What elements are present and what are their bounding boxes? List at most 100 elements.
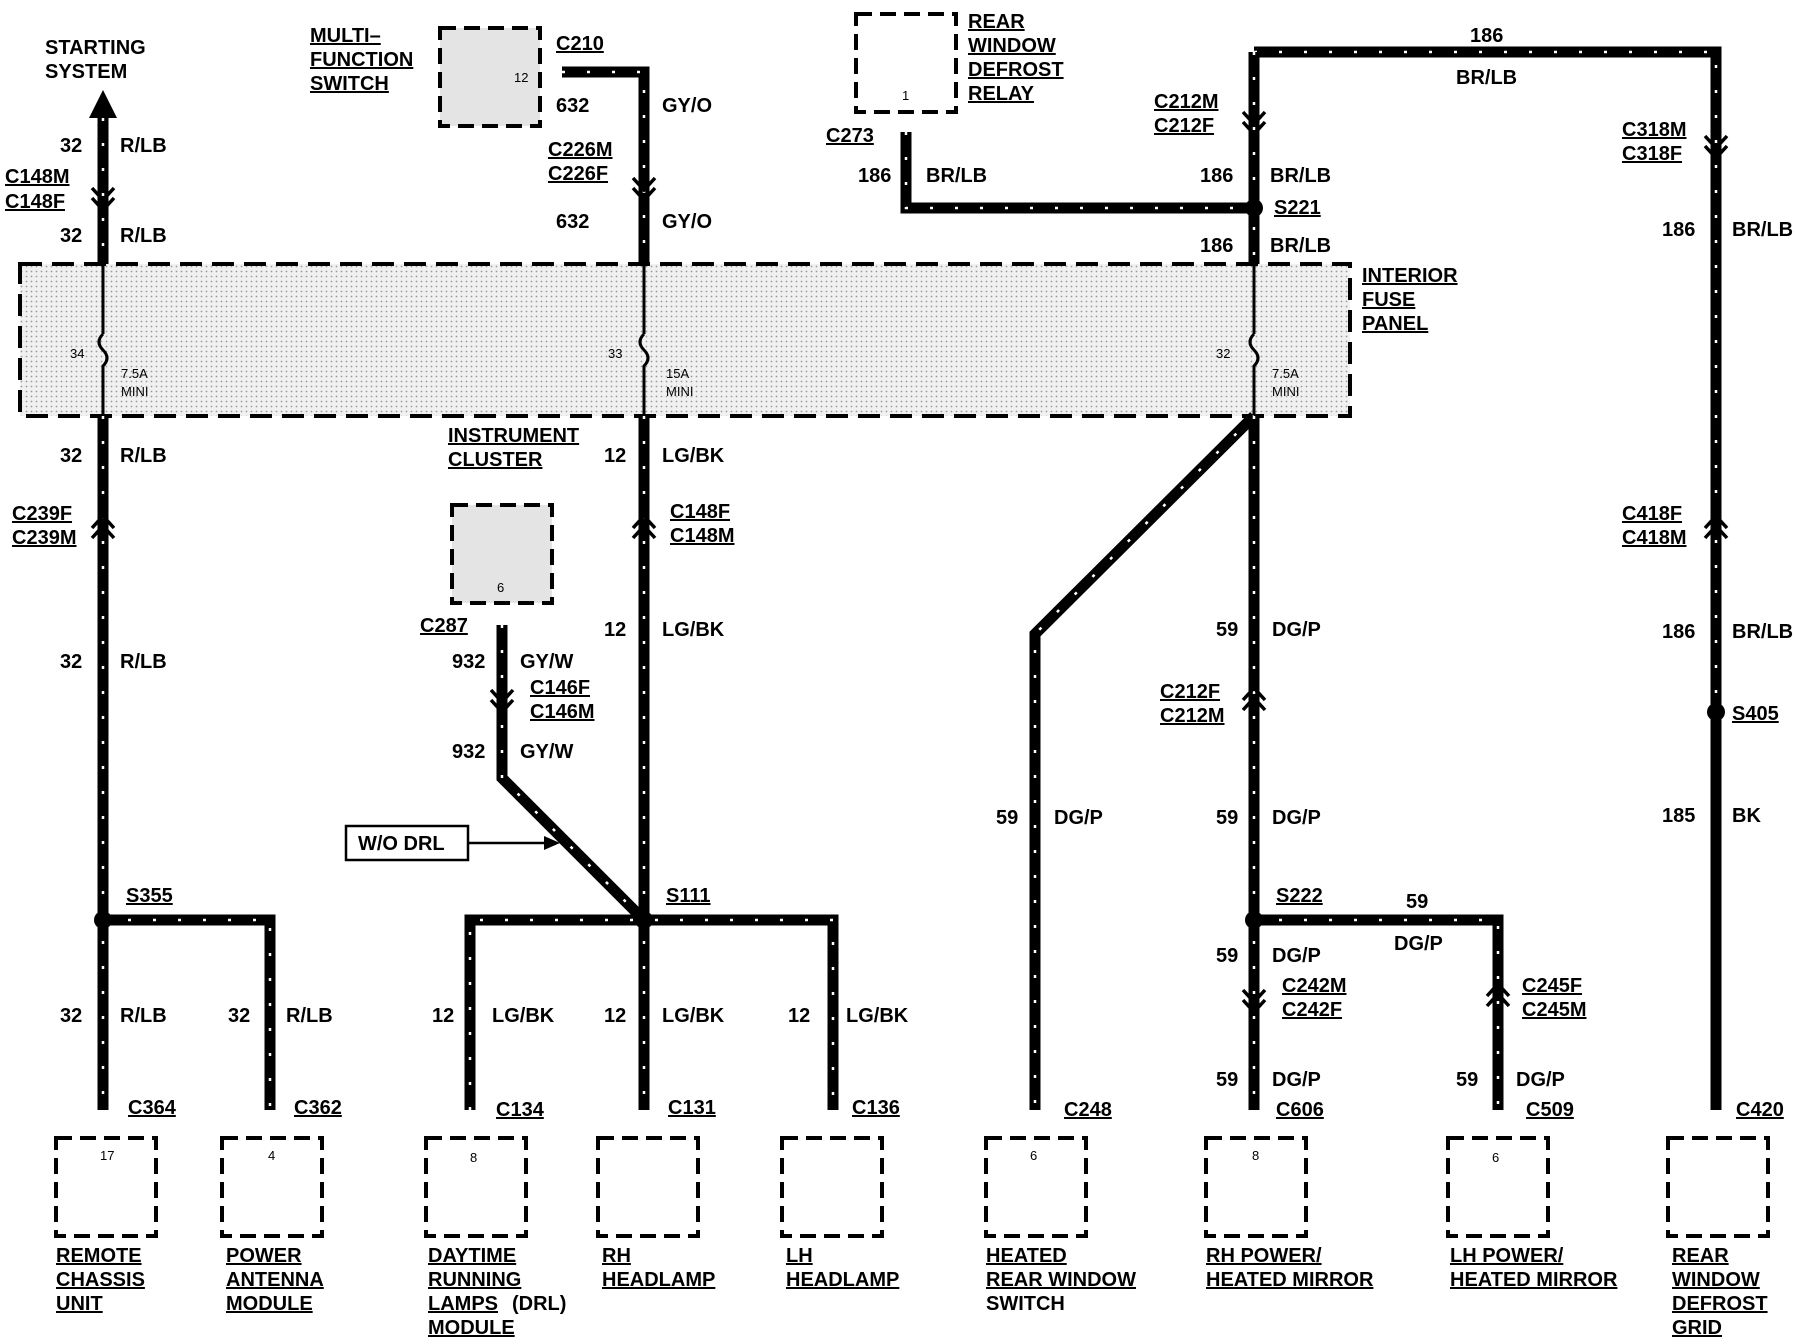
svg-text:632: 632 xyxy=(556,211,589,233)
svg-text:32: 32 xyxy=(60,135,82,157)
svg-text:LG/BK: LG/BK xyxy=(492,1005,555,1027)
svg-text:C136: C136 xyxy=(852,1097,900,1119)
svg-text:632: 632 xyxy=(556,95,589,117)
svg-text:GY/O: GY/O xyxy=(662,211,712,233)
svg-text:GY/W: GY/W xyxy=(520,741,573,763)
svg-text:FUNCTION: FUNCTION xyxy=(310,49,413,71)
source-starting-system: STARTING SYSTEM xyxy=(45,37,146,83)
svg-text:R/LB: R/LB xyxy=(286,1005,333,1027)
svg-text:C239F: C239F xyxy=(12,503,72,525)
svg-text:1: 1 xyxy=(902,88,909,103)
svg-text:12: 12 xyxy=(788,1005,810,1027)
splice-s221 xyxy=(1245,199,1263,217)
svg-text:C212M: C212M xyxy=(1154,91,1218,113)
svg-text:7.5A: 7.5A xyxy=(121,366,148,381)
splice-s222 xyxy=(1245,911,1263,929)
svg-text:LG/BK: LG/BK xyxy=(846,1005,909,1027)
svg-text:186: 186 xyxy=(1662,219,1695,241)
svg-text:GY/W: GY/W xyxy=(520,651,573,673)
svg-text:S405: S405 xyxy=(1732,703,1779,725)
svg-text:C239M: C239M xyxy=(12,527,76,549)
svg-text:186: 186 xyxy=(1662,621,1695,643)
svg-text:UNIT: UNIT xyxy=(56,1293,103,1315)
svg-text:59: 59 xyxy=(1406,891,1428,913)
svg-text:MINI: MINI xyxy=(121,384,148,399)
svg-text:185: 185 xyxy=(1662,805,1695,827)
svg-text:DG/P: DG/P xyxy=(1272,945,1321,967)
component-rh-headlamp: RH HEADLAMP xyxy=(596,1136,715,1291)
svg-text:W/O DRL: W/O DRL xyxy=(358,833,445,855)
svg-text:BR/LB: BR/LB xyxy=(1732,621,1793,643)
svg-text:8: 8 xyxy=(1252,1148,1259,1163)
source-multi-function-switch: MULTI– FUNCTION SWITCH 12 xyxy=(310,25,542,128)
svg-text:LG/BK: LG/BK xyxy=(662,445,725,467)
svg-text:4: 4 xyxy=(268,1148,275,1163)
source-rear-window-defrost-relay: 1 REAR WINDOW DEFROST RELAY xyxy=(854,11,1064,114)
svg-text:(DRL): (DRL) xyxy=(512,1293,566,1315)
svg-text:HEATED MIRROR: HEATED MIRROR xyxy=(1450,1269,1618,1291)
svg-text:MINI: MINI xyxy=(666,384,693,399)
svg-text:C148F: C148F xyxy=(5,191,65,213)
svg-text:C287: C287 xyxy=(420,615,468,637)
component-rear-window-defrost-grid: REAR WINDOW DEFROST GRID xyxy=(1666,1136,1770,1339)
svg-text:HEADLAMP: HEADLAMP xyxy=(602,1269,715,1291)
svg-text:DEFROST: DEFROST xyxy=(1672,1293,1768,1315)
svg-text:C318F: C318F xyxy=(1622,143,1682,165)
svg-text:GRID: GRID xyxy=(1672,1317,1722,1339)
svg-text:59: 59 xyxy=(1216,807,1238,829)
svg-text:C318M: C318M xyxy=(1622,119,1686,141)
svg-text:DAYTIME: DAYTIME xyxy=(428,1245,516,1267)
svg-text:C212F: C212F xyxy=(1154,115,1214,137)
component-power-antenna-module: 4 POWER ANTENNA MODULE xyxy=(220,1136,324,1315)
source-instrument-cluster: 6 INSTRUMENT CLUSTER xyxy=(448,425,579,605)
svg-text:C148M: C148M xyxy=(670,525,734,547)
svg-text:CHASSIS: CHASSIS xyxy=(56,1269,145,1291)
svg-text:POWER: POWER xyxy=(226,1245,302,1267)
svg-text:LG/BK: LG/BK xyxy=(662,1005,725,1027)
svg-text:186: 186 xyxy=(858,165,891,187)
svg-text:LG/BK: LG/BK xyxy=(662,619,725,641)
svg-text:32: 32 xyxy=(60,225,82,247)
component-rh-power-heated-mirror: 8 RH POWER/ HEATED MIRROR xyxy=(1204,1136,1374,1291)
svg-text:S355: S355 xyxy=(126,885,173,907)
svg-text:SWITCH: SWITCH xyxy=(986,1293,1065,1315)
svg-text:C134: C134 xyxy=(496,1099,545,1121)
svg-text:59: 59 xyxy=(1216,1069,1238,1091)
svg-text:186: 186 xyxy=(1470,25,1503,47)
svg-text:C148M: C148M xyxy=(5,166,69,188)
component-drl-module: 8 DAYTIME RUNNING LAMPS (DRL) MODULE xyxy=(424,1136,566,1339)
svg-text:6: 6 xyxy=(497,580,504,595)
arrow-right-icon xyxy=(544,836,560,850)
svg-text:R/LB: R/LB xyxy=(120,445,167,467)
svg-text:WINDOW: WINDOW xyxy=(968,35,1056,57)
svg-text:8: 8 xyxy=(470,1150,477,1165)
svg-text:C146F: C146F xyxy=(530,677,590,699)
svg-text:932: 932 xyxy=(452,651,485,673)
svg-text:12: 12 xyxy=(514,70,528,85)
svg-text:C248: C248 xyxy=(1064,1099,1112,1121)
svg-text:12: 12 xyxy=(604,445,626,467)
svg-text:RH: RH xyxy=(602,1245,631,1267)
arrow-up-icon xyxy=(89,90,117,118)
svg-text:32: 32 xyxy=(228,1005,250,1027)
svg-text:186: 186 xyxy=(1200,235,1233,257)
component-remote-chassis-unit: 17 REMOTE CHASSIS UNIT xyxy=(54,1136,158,1315)
svg-text:BR/LB: BR/LB xyxy=(1456,67,1517,89)
svg-text:HEATED: HEATED xyxy=(986,1245,1067,1267)
svg-text:SWITCH: SWITCH xyxy=(310,73,389,95)
svg-text:DEFROST: DEFROST xyxy=(968,59,1064,81)
svg-text:GY/O: GY/O xyxy=(662,95,712,117)
svg-text:REMOTE: REMOTE xyxy=(56,1245,142,1267)
interior-fuse-panel xyxy=(18,262,1352,418)
svg-text:C245M: C245M xyxy=(1522,999,1586,1021)
svg-text:DG/P: DG/P xyxy=(1272,1069,1321,1091)
svg-text:32: 32 xyxy=(60,445,82,467)
svg-text:59: 59 xyxy=(1456,1069,1478,1091)
svg-text:BR/LB: BR/LB xyxy=(1270,165,1331,187)
svg-text:12: 12 xyxy=(604,1005,626,1027)
connector-marks xyxy=(90,110,1729,1015)
svg-text:C212F: C212F xyxy=(1160,681,1220,703)
svg-text:RH POWER/: RH POWER/ xyxy=(1206,1245,1322,1267)
svg-text:C418M: C418M xyxy=(1622,527,1686,549)
